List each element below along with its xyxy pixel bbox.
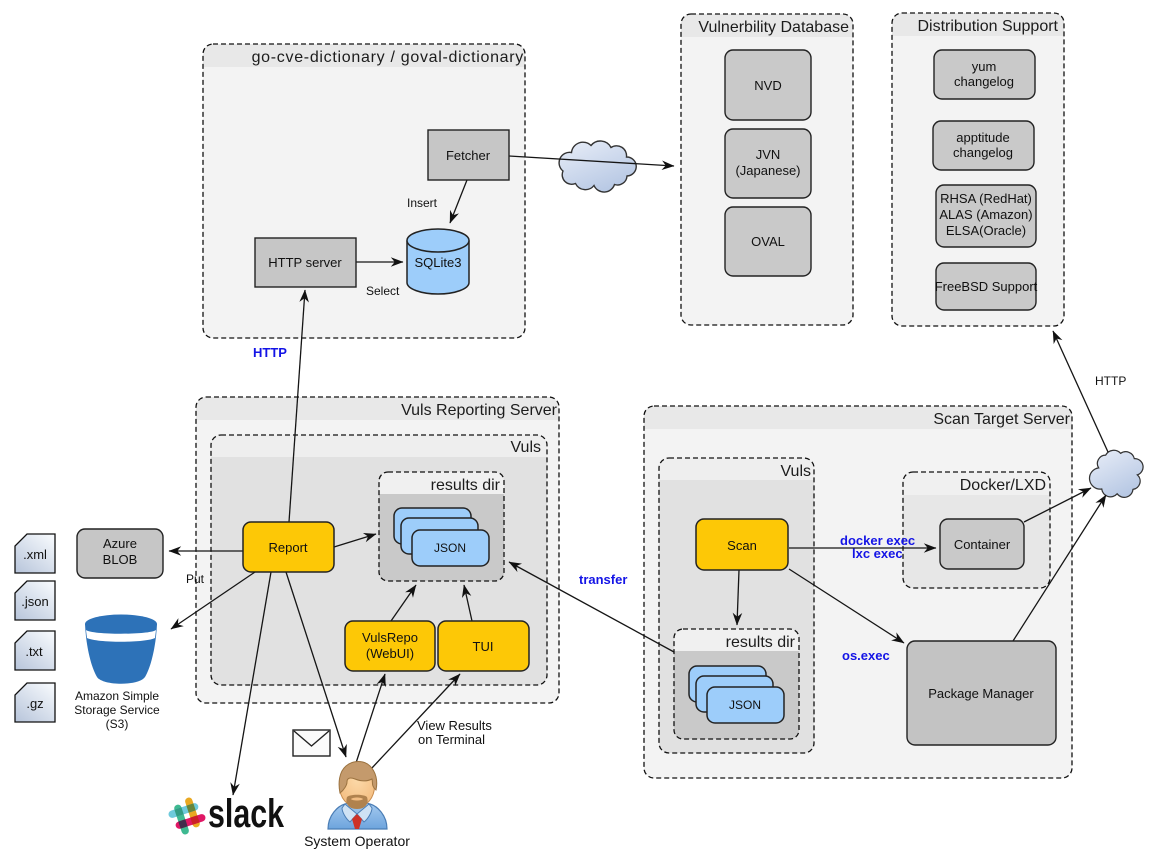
svg-text:changelog: changelog [954, 74, 1014, 89]
svg-text:RHSA (RedHat): RHSA (RedHat) [940, 191, 1032, 206]
svg-text:Vuls Reporting Server: Vuls Reporting Server [401, 402, 558, 419]
svg-text:.gz: .gz [26, 696, 43, 711]
svg-text:docker exec: docker exec [840, 533, 915, 548]
svg-text:.json: .json [21, 594, 48, 609]
svg-text:on Terminal: on Terminal [418, 732, 485, 747]
svg-text:Vuls: Vuls [780, 463, 811, 480]
svg-text:results dir: results dir [726, 634, 796, 651]
svg-text:HTTP server: HTTP server [268, 255, 342, 270]
svg-text:slack: slack [208, 792, 285, 836]
svg-text:Put: Put [186, 572, 205, 586]
svg-text:ALAS (Amazon): ALAS (Amazon) [939, 207, 1032, 222]
svg-text:changelog: changelog [953, 145, 1013, 160]
svg-text:.txt: .txt [25, 644, 43, 659]
svg-text:Insert: Insert [407, 196, 438, 210]
svg-text:Storage Service: Storage Service [74, 703, 160, 717]
svg-text:BLOB: BLOB [103, 552, 138, 567]
svg-text:Vulnerbility Database: Vulnerbility Database [698, 19, 849, 36]
svg-text:Scan Target Server: Scan Target Server [933, 411, 1070, 428]
svg-text:Vuls: Vuls [510, 439, 541, 456]
svg-text:NVD: NVD [754, 78, 781, 93]
svg-text:Container: Container [954, 537, 1011, 552]
svg-text:FreeBSD Support: FreeBSD Support [935, 279, 1038, 294]
svg-text:Fetcher: Fetcher [446, 148, 491, 163]
svg-text:(Japanese): (Japanese) [735, 163, 800, 178]
svg-text:OVAL: OVAL [751, 234, 785, 249]
svg-text:Scan: Scan [727, 538, 757, 553]
svg-text:HTTP: HTTP [1095, 374, 1126, 388]
svg-text:go-cve-dictionary / goval-dict: go-cve-dictionary / goval-dictionary [252, 49, 524, 66]
svg-text:.xml: .xml [23, 547, 47, 562]
svg-text:Distribution Support: Distribution Support [917, 18, 1058, 35]
svg-text:View Results: View Results [417, 718, 492, 733]
svg-text:apptitude: apptitude [956, 130, 1010, 145]
svg-text:lxc exec: lxc exec [852, 546, 903, 561]
svg-text:SQLite3: SQLite3 [415, 255, 462, 270]
svg-text:(S3): (S3) [106, 717, 129, 731]
svg-text:System Operator: System Operator [304, 833, 410, 849]
svg-text:JSON: JSON [434, 541, 466, 555]
svg-text:Report: Report [268, 540, 307, 555]
svg-text:JSON: JSON [729, 698, 761, 712]
svg-text:(WebUI): (WebUI) [366, 646, 414, 661]
svg-text:TUI: TUI [473, 639, 494, 654]
svg-text:VulsRepo: VulsRepo [362, 630, 418, 645]
svg-text:HTTP: HTTP [253, 345, 287, 360]
svg-text:os.exec: os.exec [842, 648, 890, 663]
svg-text:Azure: Azure [103, 536, 137, 551]
svg-text:Amazon Simple: Amazon Simple [75, 689, 159, 703]
svg-text:results dir: results dir [431, 477, 501, 494]
svg-text:Docker/LXD: Docker/LXD [960, 477, 1046, 494]
svg-text:transfer: transfer [579, 572, 627, 587]
svg-text:Package Manager: Package Manager [928, 686, 1034, 701]
svg-text:ELSA(Oracle): ELSA(Oracle) [946, 223, 1026, 238]
svg-text:Select: Select [366, 284, 400, 298]
svg-text:JVN: JVN [756, 147, 781, 162]
svg-text:yum: yum [972, 59, 997, 74]
